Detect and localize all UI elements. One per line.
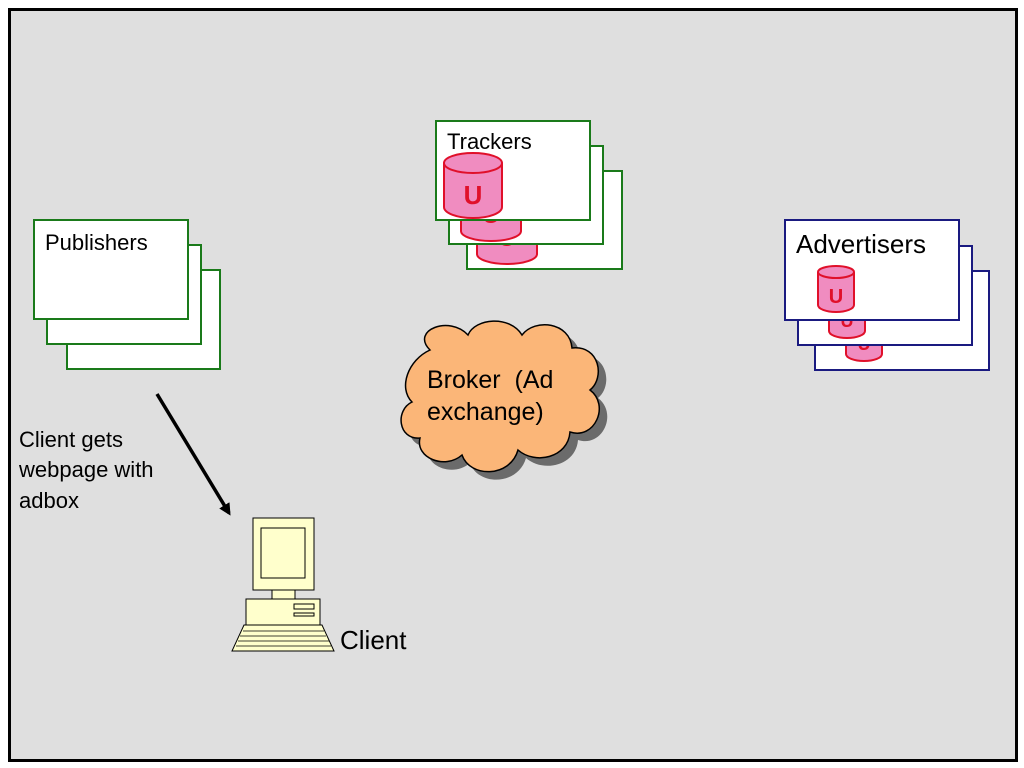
annotation-line1: Client gets: [19, 427, 123, 452]
publishers-card-front: Publishers: [33, 219, 189, 320]
broker-label-line1: Broker (Ad: [427, 366, 554, 394]
trackers-label: Trackers: [447, 129, 532, 154]
database-letter: U: [829, 286, 843, 308]
broker-label-line2: exchange): [427, 398, 544, 426]
client-label: Client: [340, 625, 407, 655]
database-icon: U: [443, 152, 503, 219]
broker-cloud: [400, 320, 600, 473]
computer-icon: [231, 517, 335, 652]
database-letter: U: [464, 180, 483, 210]
publishers-label: Publishers: [45, 230, 148, 255]
annotation-line3: adbox: [19, 488, 79, 513]
advertisers-card-front: Advertisers U: [784, 219, 960, 321]
annotation-line2: webpage with: [19, 457, 154, 482]
trackers-card-front: Trackers U: [435, 120, 591, 221]
publisher-to-client-arrow: [155, 393, 231, 516]
advertisers-label: Advertisers: [796, 229, 927, 259]
database-icon: U: [817, 265, 855, 313]
